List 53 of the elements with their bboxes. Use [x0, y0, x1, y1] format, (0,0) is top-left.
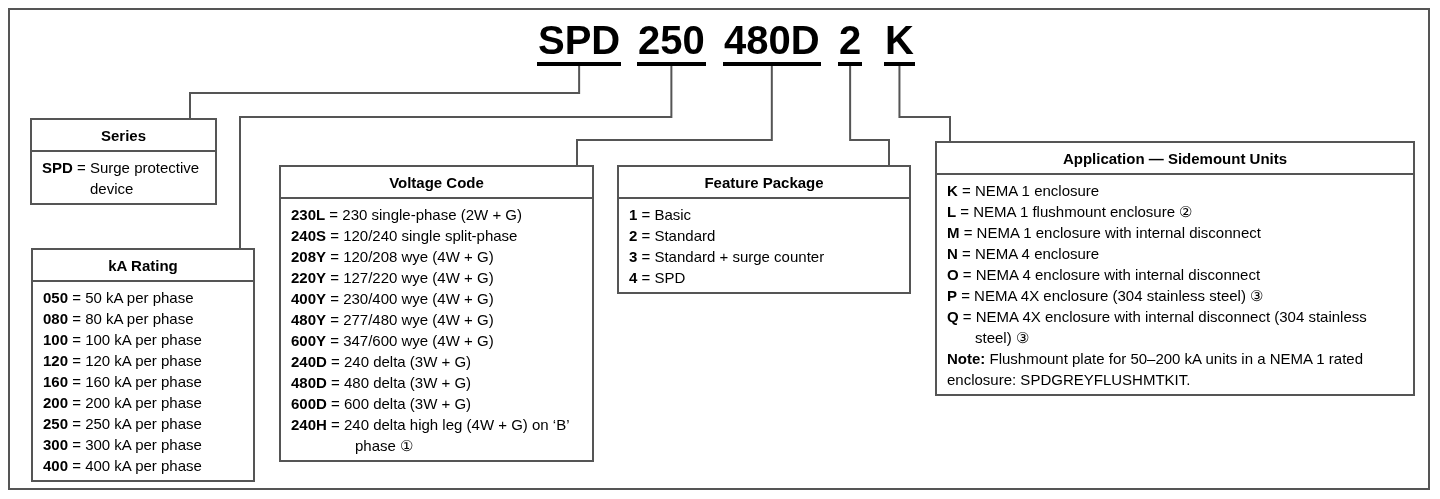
leader-line [239, 65, 673, 249]
code-definition: 220Y = 127/220 wye (4W + G) [291, 268, 495, 288]
leader-line [849, 65, 890, 166]
code-table-box [617, 165, 911, 294]
code-definition: 600Y = 347/600 wye (4W + G) [291, 331, 495, 351]
code-definition: 120 = 120 kA per phase [43, 351, 203, 371]
code-definition: 240D = 240 delta (3W + G) [291, 352, 473, 372]
table-heading: Application — Sidemount Units [937, 143, 1413, 175]
code-definition: 208Y = 120/208 wye (4W + G) [291, 247, 495, 267]
code-definition: Q = NEMA 4X enclosure with internal disconnect (304 stainless steel) ③ [947, 307, 1368, 348]
code-definition: 080 = 80 kA per phase [43, 309, 195, 329]
code-segment: 2 [838, 18, 863, 66]
table-heading: kA Rating [33, 250, 253, 282]
leader-line [898, 65, 951, 142]
code-definition: 400 = 400 kA per phase [43, 456, 203, 476]
code-definition: 050 = 50 kA per phase [43, 288, 195, 308]
code-definition: Note: Flushmount plate for 50–200 kA units in a NEMA 1 rated enclosure: SPDGREYFLUSHMTKIT. [947, 349, 1365, 390]
code-definition: O = NEMA 4 enclosure with internal disconnect [947, 265, 1262, 285]
table-heading: Series [32, 120, 215, 152]
code-definition: 240S = 120/240 single split-phase [291, 226, 519, 246]
code-definition: 400Y = 230/400 wye (4W + G) [291, 289, 495, 309]
code-definition: 100 = 100 kA per phase [43, 330, 203, 350]
code-definition: M = NEMA 1 enclosure with internal disconnect [947, 223, 1262, 243]
code-definition: 250 = 250 kA per phase [43, 414, 203, 434]
code-definition: 1 = Basic [629, 205, 693, 225]
code-definition: 300 = 300 kA per phase [43, 435, 203, 455]
table-heading: Feature Package [619, 167, 909, 199]
code-segment: K [884, 18, 915, 66]
code-definition: L = NEMA 1 flushmount enclosure ② [947, 202, 1194, 222]
code-definition: 480D = 480 delta (3W + G) [291, 373, 473, 393]
code-definition: 230L = 230 single-phase (2W + G) [291, 205, 523, 225]
code-segment: 480D [723, 18, 821, 66]
code-definition: 2 = Standard [629, 226, 717, 246]
code-definition: P = NEMA 4X enclosure (304 stainless steel) ③ [947, 286, 1265, 306]
code-definition: N = NEMA 4 enclosure [947, 244, 1101, 264]
code-definition: 200 = 200 kA per phase [43, 393, 203, 413]
code-segment: SPD [537, 18, 622, 66]
code-table-box [935, 141, 1415, 396]
code-definition: 160 = 160 kA per phase [43, 372, 203, 392]
code-definition: 240H = 240 delta high leg (4W + G) on ‘B’ phase ① [291, 415, 570, 456]
code-definition: 600D = 600 delta (3W + G) [291, 394, 473, 414]
code-definition: K = NEMA 1 enclosure [947, 181, 1101, 201]
code-table-box [30, 118, 217, 205]
table-heading: Voltage Code [281, 167, 592, 199]
code-definition: 3 = Standard + surge counter [629, 247, 826, 267]
leader-line [576, 65, 773, 166]
code-table-box [31, 248, 255, 482]
leader-line [189, 65, 581, 119]
code-definition: 4 = SPD [629, 268, 687, 288]
code-table-box [279, 165, 594, 462]
code-segment: 250 [637, 18, 706, 66]
code-definition: 480Y = 277/480 wye (4W + G) [291, 310, 495, 330]
code-definition: SPD = Surge protective device [42, 158, 201, 199]
